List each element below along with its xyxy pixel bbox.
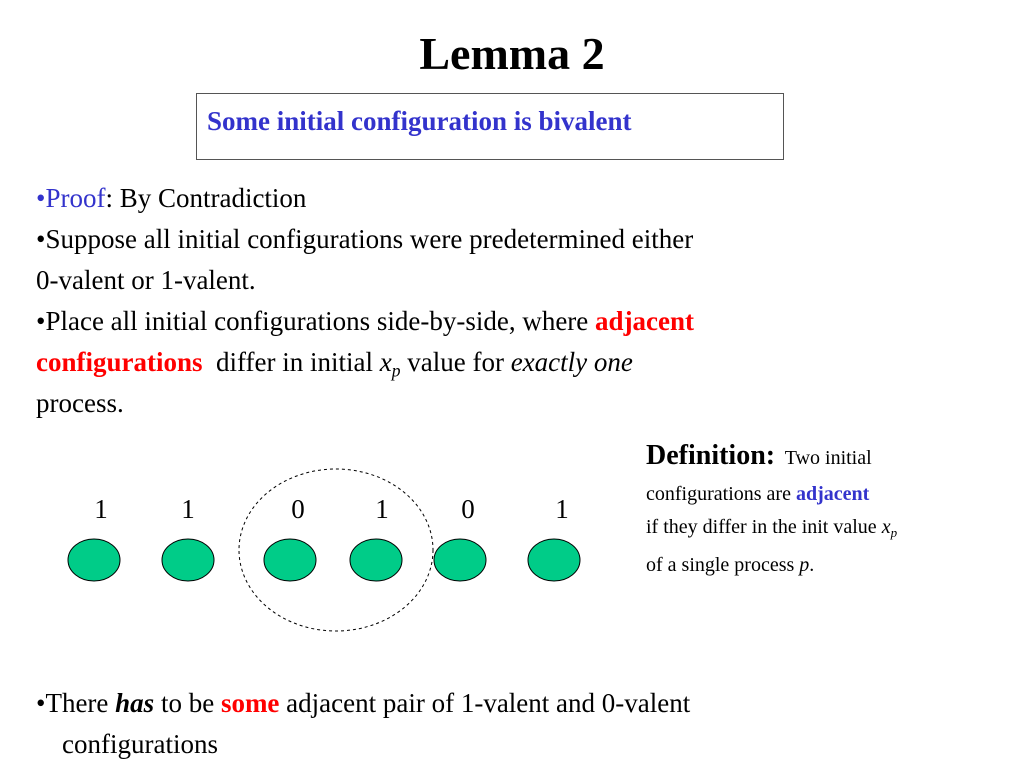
config-node-6 xyxy=(527,538,581,582)
adjacent-emphasis: adjacent xyxy=(595,306,695,336)
config-value-5: 0 xyxy=(461,494,475,524)
config-value-4: 1 xyxy=(375,494,389,524)
configurations-emphasis: configurations xyxy=(36,347,203,377)
var-x: x xyxy=(379,347,392,377)
var-p-subscript: p xyxy=(391,360,401,381)
lemma-statement-box: Some initial configuration is bivalent xyxy=(196,93,784,160)
config-value-3: 0 xyxy=(291,494,305,524)
config-node-2 xyxy=(161,538,215,582)
differ-text: differ in initial xyxy=(202,347,380,377)
exactly-one-text: exactly one xyxy=(510,347,633,377)
place-text: •Place all initial configurations side-b… xyxy=(36,306,596,336)
bullet-proof: •Proof: By Contradiction xyxy=(36,178,306,219)
bullet-suppose-line2: 0-valent or 1-valent. xyxy=(36,265,256,295)
adjacent-pair-highlight xyxy=(238,468,434,632)
definition-line-4: of a single process p. xyxy=(646,549,1016,582)
config-node-4 xyxy=(349,538,403,582)
slide-title: Lemma 2 xyxy=(419,28,605,79)
definition-var-p: p xyxy=(799,553,810,576)
definition-block: Definition: Two initial configurations a… xyxy=(646,436,1016,582)
has-emphasis: has xyxy=(115,688,155,718)
definition-heading: Definition: xyxy=(646,440,776,471)
definition-adjacent: adjacent xyxy=(795,483,870,505)
definition-line-1: Definition: Two initial xyxy=(646,436,1016,478)
definition-text-1: Two initial xyxy=(775,447,872,469)
bullet-there-has-line2: configurations xyxy=(62,729,218,759)
lemma-statement: Some initial configuration is bivalent xyxy=(207,106,632,136)
config-node-1 xyxy=(67,538,121,582)
bullet-place-line2: configurations differ in initial xp valu… xyxy=(36,342,633,391)
config-node-3 xyxy=(263,538,317,582)
definition-text-2: configurations are xyxy=(646,483,796,505)
config-value-1: 1 xyxy=(94,494,108,524)
config-value-2: 1 xyxy=(181,494,195,524)
proof-label: Proof xyxy=(45,183,106,213)
definition-var-p-subscript: p xyxy=(890,524,898,540)
definition-line-2: configurations are adjacent xyxy=(646,478,1016,511)
adjacent-pair-text: adjacent pair of 1-valent and 0-valent xyxy=(279,688,691,718)
value-for-text: value for xyxy=(400,347,511,377)
bullet-suppose-line1: •Suppose all initial configurations were… xyxy=(36,224,694,254)
bullet-dot: • xyxy=(36,183,46,213)
bullet-place-line1: •Place all initial configurations side-b… xyxy=(36,301,694,342)
config-node-5 xyxy=(433,538,487,582)
bullet-place-line3: process. xyxy=(36,388,124,418)
definition-var-x: x xyxy=(881,516,891,538)
definition-text-3: if they differ in the init value xyxy=(646,516,882,538)
to-be-text: to be xyxy=(154,688,221,718)
some-emphasis: some xyxy=(220,688,280,718)
proof-method: : By Contradiction xyxy=(105,183,307,213)
definition-period: . xyxy=(809,553,815,576)
definition-text-4: of a single process xyxy=(646,553,800,576)
config-value-6: 1 xyxy=(555,494,569,524)
there-text: •There xyxy=(36,688,116,718)
bullet-there-has-line1: •There has to be some adjacent pair of 1… xyxy=(36,683,690,724)
definition-line-3: if they differ in the init value xp xyxy=(646,511,1016,549)
